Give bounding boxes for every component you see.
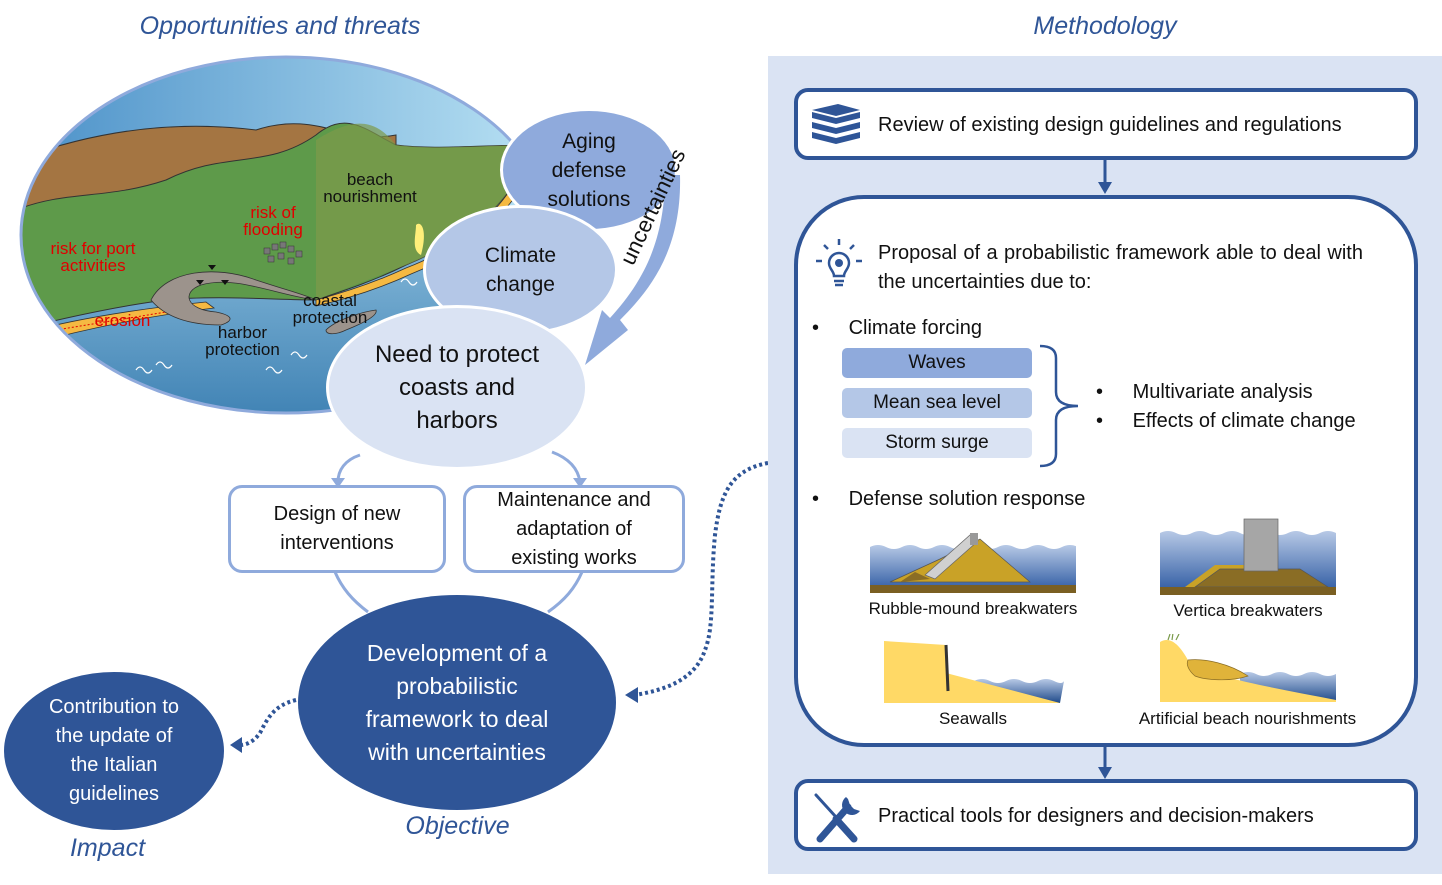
aging-defense-text: Aging defense solutions — [547, 129, 631, 211]
need-protect-bubble: Need to protect coasts and harbors — [326, 305, 588, 470]
objective-text: Development of a probabilistic framework… — [365, 639, 549, 765]
forcing-mean-sea-level: Mean sea level — [842, 388, 1032, 418]
bullet-dot: • — [1096, 381, 1104, 403]
need-protect-text: Need to protect coasts and harbors — [374, 341, 540, 434]
flow-arrow-1 — [1098, 158, 1112, 194]
label-erosion: erosion — [94, 311, 151, 330]
bullet-dot: • — [1096, 410, 1104, 432]
review-box: Review of existing design guidelines and… — [794, 88, 1418, 160]
climate-forcing-item: • Climate forcing — [812, 317, 982, 340]
bullet-dot: • — [812, 488, 820, 510]
vertical-breakwater-caption: Vertica breakwaters — [1173, 601, 1323, 620]
tools-box: Practical tools for designers and decisi… — [794, 779, 1418, 851]
dotted-arrows — [230, 461, 769, 753]
label-risk-flooding: risk of flooding — [243, 203, 303, 239]
flow-arrow-2 — [1098, 745, 1112, 779]
climate-effects-item: • Effects of climate change — [1096, 410, 1356, 433]
climate-forcing-text: Climate forcing — [848, 317, 982, 339]
label-beach-nourishment: beach nourishment — [323, 170, 417, 206]
forcing-storm-surge: Storm surge — [842, 428, 1032, 458]
bullet-dot: • — [812, 317, 820, 339]
design-new-box: Design of new interventions — [228, 485, 446, 573]
seawall-caption: Seawalls — [938, 709, 1008, 728]
books-icon — [812, 104, 860, 144]
climate-change-text: Climate change — [484, 244, 557, 296]
impact-bubble: Contribution to the update of the Italia… — [4, 672, 224, 830]
review-text: Review of existing design guidelines and… — [878, 114, 1342, 136]
brace-icon — [1039, 344, 1079, 468]
forcing-waves: Waves — [842, 348, 1032, 378]
proposal-box: Proposal of a probabilistic framework ab… — [794, 195, 1418, 747]
rubble-mound-caption: Rubble-mound breakwaters — [868, 599, 1078, 618]
beach-nourishment-illustration — [1160, 634, 1336, 702]
design-new-text: Design of new interventions — [273, 503, 401, 554]
label-harbor-protection: harbor protection — [205, 323, 280, 359]
uncertainties-arrow — [585, 175, 681, 365]
lightbulb-gear-icon — [816, 239, 862, 287]
defense-response-text: Defense solution response — [848, 488, 1086, 510]
branch-arrows — [331, 450, 587, 488]
climate-effects-text: Effects of climate change — [1132, 410, 1356, 432]
tools-text: Practical tools for designers and decisi… — [878, 805, 1314, 827]
label-risk-port: risk for port activities — [50, 239, 136, 275]
impact-label: Impact — [69, 834, 146, 862]
multivariate-text: Multivariate analysis — [1132, 381, 1313, 403]
objective-bubble: Development of a probabilistic framework… — [298, 595, 616, 810]
impact-text: Contribution to the update of the Italia… — [48, 696, 180, 805]
methodology-title: Methodology — [1033, 12, 1177, 40]
objective-connectors — [333, 571, 584, 614]
vertical-breakwater-illustration — [1160, 518, 1336, 595]
multivariate-item: • Multivariate analysis — [1096, 381, 1313, 404]
defense-response-item: • Defense solution response — [812, 488, 1085, 511]
maintenance-box: Maintenance and adaptation of existing w… — [463, 485, 685, 573]
maintenance-text: Maintenance and adaptation of existing w… — [497, 488, 651, 569]
tools-icon — [814, 793, 860, 843]
seawall-illustration — [884, 641, 1064, 703]
label-coastal-protection: coastal protection — [292, 291, 368, 327]
beach-nourishment-caption: Artificial beach nourishments — [1138, 709, 1357, 728]
objective-label: Objective — [405, 812, 510, 840]
rubble-mound-illustration — [870, 533, 1076, 593]
opportunities-title: Opportunities and threats — [139, 12, 421, 40]
proposal-text: Proposal of a probabilistic framework ab… — [878, 242, 1363, 293]
